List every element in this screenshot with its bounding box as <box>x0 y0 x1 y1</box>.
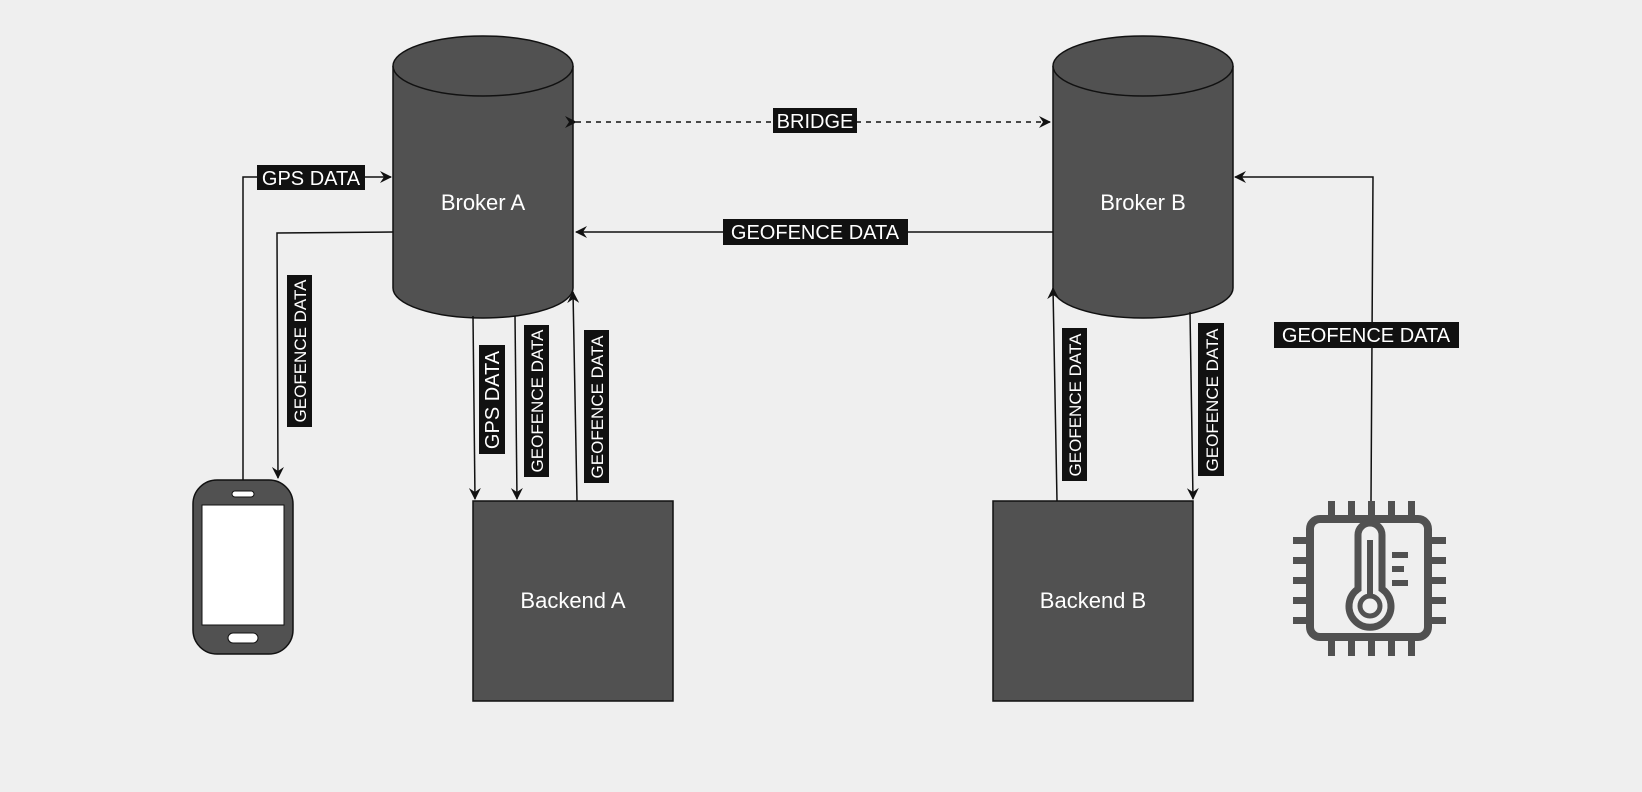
bridge-label: BRIDGE <box>777 111 854 133</box>
smartphone-icon[interactable] <box>192 479 294 655</box>
broker-a-label: Broker A <box>441 190 526 215</box>
phone-to-broker-a-edge[interactable]: GPS DATA <box>242 165 392 480</box>
temperature-sensor-chip-icon[interactable] <box>1293 501 1446 656</box>
backend-a-node[interactable]: Backend A <box>472 500 674 702</box>
broker-a-to-backend-a-gps-label: GPS DATA <box>482 350 504 449</box>
backend-b-to-broker-b-label: GEOFENCE DATA <box>1066 333 1085 477</box>
broker-b-node[interactable]: Broker B <box>1052 35 1234 319</box>
broker-b-to-broker-a-edge[interactable]: GEOFENCE DATA <box>575 219 1053 245</box>
backend-a-to-broker-a-edge[interactable]: GEOFENCE DATA <box>567 291 609 502</box>
broker-b-to-broker-a-label: GEOFENCE DATA <box>731 222 900 244</box>
sensor-to-broker-b-edge[interactable]: GEOFENCE DATA <box>1234 171 1459 502</box>
broker-a-to-backend-a-gps-edge[interactable]: GPS DATA <box>468 315 505 500</box>
backend-b-node[interactable]: Backend B <box>992 500 1194 702</box>
phone-to-broker-a-label: GPS DATA <box>262 168 361 190</box>
broker-a-to-phone-edge[interactable]: GEOFENCE DATA <box>271 231 394 479</box>
backend-b-label: Backend B <box>1040 588 1146 613</box>
broker-b-to-backend-b-label: GEOFENCE DATA <box>1203 328 1222 472</box>
backend-a-label: Backend A <box>520 588 626 613</box>
broker-b-to-backend-b-edge[interactable]: GEOFENCE DATA <box>1186 311 1224 500</box>
sensor-to-broker-b-label: GEOFENCE DATA <box>1282 325 1451 347</box>
backend-b-to-broker-b-edge[interactable]: GEOFENCE DATA <box>1047 287 1087 502</box>
broker-b-label: Broker B <box>1100 190 1186 215</box>
broker-a-to-backend-a-geofence-edge[interactable]: GEOFENCE DATA <box>510 315 549 500</box>
broker-a-node[interactable]: Broker A <box>392 35 574 319</box>
bridge-edge[interactable]: BRIDGE <box>565 108 1051 133</box>
broker-a-to-phone-label: GEOFENCE DATA <box>291 279 310 423</box>
backend-a-to-broker-a-label: GEOFENCE DATA <box>588 335 607 479</box>
broker-a-to-backend-a-geofence-label: GEOFENCE DATA <box>528 329 547 473</box>
